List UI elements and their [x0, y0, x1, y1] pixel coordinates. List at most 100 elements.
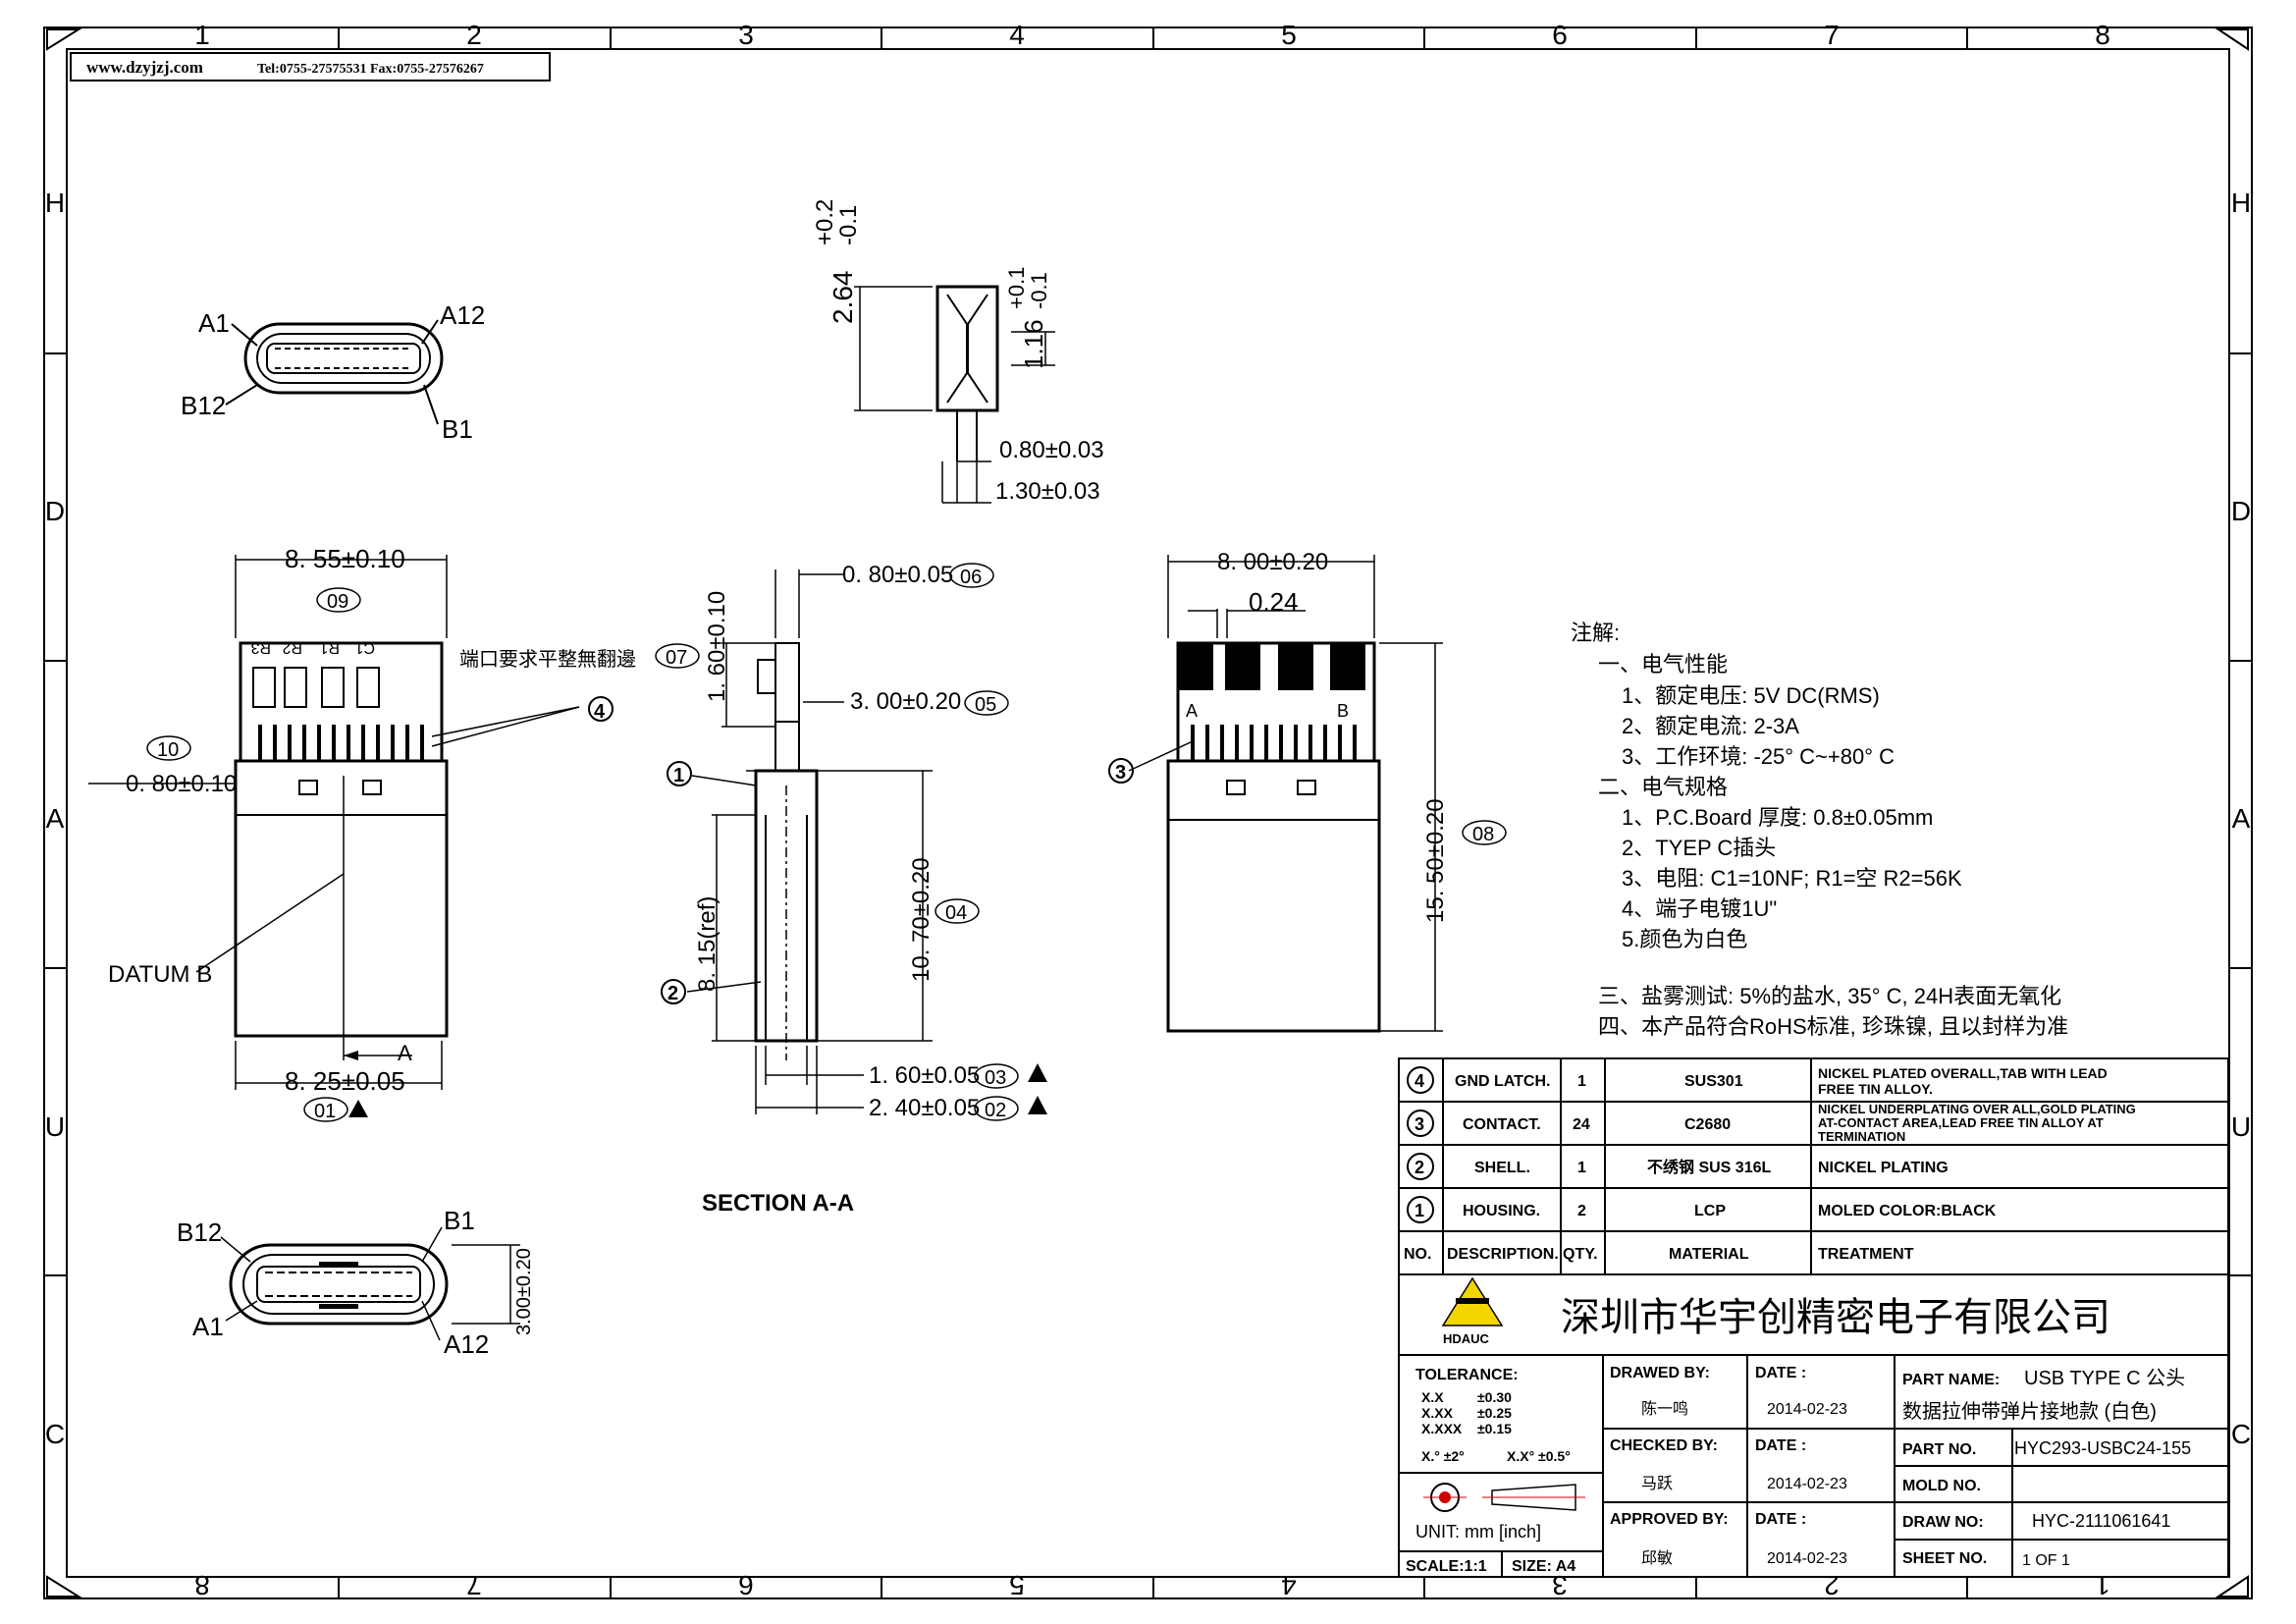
balloon-1-section: 1: [673, 765, 684, 786]
dim-1-16: 1.16: [1019, 319, 1048, 369]
dim-3-00: 3. 00±0.20: [850, 688, 961, 715]
bom-row-3-treatment-2: AT-CONTACT AREA,LEAD FREE TIN ALLOY AT: [1818, 1115, 2104, 1130]
part-no-value: HYC293-USBC24-155: [2014, 1438, 2191, 1458]
balloon-04: 04: [945, 902, 967, 924]
balloon-2-section: 2: [667, 983, 678, 1004]
size-label: SIZE: A4: [1512, 1558, 1575, 1575]
notes-line-7: 2、TYEP C插头: [1622, 836, 1776, 860]
dim-0-80-left: 0. 80±0.10: [126, 771, 237, 797]
bom-row-2-no: 2: [1415, 1158, 1424, 1177]
bom-row-3-desc: CONTACT.: [1463, 1116, 1541, 1133]
bom-row-1-no: 1: [1415, 1201, 1424, 1220]
balloon-03: 03: [985, 1067, 1006, 1089]
dim-2-64: 2.64: [828, 271, 858, 325]
datum-b-label: DATUM B: [108, 961, 212, 988]
logo-text: HDAUC: [1443, 1331, 1490, 1346]
notes-line-3: 2、额定电流: 2-3A: [1622, 714, 1799, 738]
bom-row-3-qty: 24: [1573, 1116, 1590, 1133]
col-label-bottom-7: 7: [466, 1570, 482, 1600]
balloon-3-right: 3: [1115, 762, 1126, 784]
bom-row-1-desc: HOUSING.: [1463, 1203, 1540, 1219]
part-name-line-2: 数据拉伸带弹片接地款 (白色): [1902, 1400, 2157, 1423]
notes-line-8: 3、电阻: C1=10NF; R1=空 R2=56K: [1622, 866, 1962, 891]
balloon-4-left: 4: [594, 701, 606, 723]
notes-line-6: 1、P.C.Board 厚度: 0.8±0.05mm: [1622, 805, 1933, 830]
mold-no-label: MOLD NO.: [1902, 1478, 1981, 1494]
part-no-label: PART NO.: [1902, 1441, 1976, 1458]
bom-row-3-no: 3: [1415, 1114, 1424, 1134]
row-label-right-u: U: [2231, 1111, 2251, 1142]
balloon-05: 05: [975, 694, 996, 716]
bom-header-no: NO.: [1404, 1246, 1431, 1263]
date-label-1: DATE :: [1755, 1365, 1806, 1381]
bom-row-2-qty: 1: [1577, 1160, 1586, 1176]
row-label-right-d: D: [2231, 496, 2251, 526]
dim-2-64-tol-dn: -0.1: [835, 205, 862, 245]
col-label-top-7: 7: [1824, 20, 1840, 50]
bom-row-1-treatment: MOLED COLOR:BLACK: [1818, 1203, 1997, 1219]
col-label-top-4: 4: [1009, 20, 1025, 50]
approved-by-value: 邱敏: [1641, 1549, 1673, 1567]
notes-line-5: 二、电气规格: [1598, 775, 1728, 799]
tol-angle-2: X.X° ±0.5°: [1507, 1448, 1571, 1464]
row-label-left-d: D: [45, 496, 65, 526]
col-label-bottom-6: 6: [738, 1570, 754, 1600]
date-label-2: DATE :: [1755, 1437, 1806, 1454]
dim-2-64-tol-up: +0.2: [812, 199, 838, 245]
bom-row-1-material: LCP: [1694, 1203, 1726, 1219]
bom-row-4-no: 4: [1415, 1071, 1424, 1091]
bom-row-4-qty: 1: [1577, 1073, 1586, 1090]
pin-label-b1-top: B1: [442, 414, 473, 444]
pad-group: [252, 667, 380, 708]
company-name: 深圳市华宇创精密电子有限公司: [1561, 1296, 2110, 1339]
balloon-01: 01: [314, 1101, 336, 1122]
balloon-08: 08: [1472, 824, 1494, 845]
bom-header-qty: QTY.: [1563, 1246, 1598, 1263]
contact-text: Tel:0755-27575531 Fax:0755-27576267: [257, 62, 484, 77]
balloon-09: 09: [327, 591, 348, 613]
pad-label-r1: R1: [319, 639, 340, 656]
drawed-by-label: DRAWED BY:: [1610, 1365, 1710, 1381]
notes-line-2: 1、额定电压: 5V DC(RMS): [1622, 683, 1880, 708]
bom-header-treatment: TREATMENT: [1818, 1246, 1914, 1263]
dim-8-15-ref: 8. 15(ref): [694, 896, 721, 992]
title-block: HDAUC 深圳市华宇创精密电子有限公司 TOLERANCE: X.X ±0.3…: [1398, 1273, 2229, 1578]
pin-marker-a: A: [1186, 701, 1198, 721]
row-label-right-h: H: [2231, 188, 2251, 218]
col-label-top-8: 8: [2095, 20, 2110, 50]
notes-line-12: 四、本产品符合RoHS标准, 珍珠镍, 且以封样为准: [1598, 1014, 2068, 1039]
dim-1-16-tol-dn: -0.1: [1027, 272, 1051, 309]
balloon-10: 10: [157, 739, 179, 761]
tol-x-label: X.X: [1421, 1389, 1444, 1405]
dim-15-50: 15. 50±0.20: [1422, 798, 1449, 923]
port-note-cn: 端口要求平整無翻邊: [459, 648, 636, 671]
row-label-right-a: A: [2232, 803, 2251, 834]
row-label-left-a: A: [46, 803, 65, 834]
front-view-top: A1 A12 B12 B1: [181, 300, 485, 444]
dim-3-00-bottom: 3.00±0.20: [513, 1248, 535, 1335]
section-arrow-a: A: [398, 1041, 412, 1065]
dim-0-80-section: 0. 80±0.05: [842, 562, 953, 588]
bom-row-4-desc: GND LATCH.: [1455, 1073, 1550, 1090]
draw-no-value: HYC-2111061641: [2032, 1511, 2170, 1531]
dim-0-80-top: 0.80±0.03: [999, 437, 1104, 463]
bom-header-material: MATERIAL: [1669, 1246, 1749, 1263]
notes-line-10: 5.颜色为白色: [1622, 927, 1747, 951]
tol-xxx-value: ±0.15: [1477, 1421, 1512, 1436]
tolerance-label: TOLERANCE:: [1415, 1367, 1519, 1383]
pin-label-b1-bottom: B1: [444, 1206, 475, 1235]
tol-x-value: ±0.30: [1477, 1389, 1512, 1405]
bom-table: 4 GND LATCH. 1 SUS301 NICKEL PLATED OVER…: [1398, 1057, 2229, 1275]
website-text: www.dzyjzj.com: [86, 58, 203, 77]
col-label-top-1: 1: [194, 20, 210, 50]
draw-no-label: DRAW NO:: [1902, 1514, 1984, 1531]
bom-row-2-treatment: NICKEL PLATING: [1818, 1160, 1949, 1176]
pad-label-c1: C1: [354, 639, 375, 656]
checked-by-value: 马跃: [1641, 1475, 1673, 1492]
dim-1-60-bottom: 1. 60±0.05: [869, 1062, 980, 1089]
dim-10-70: 10. 70±0.20: [908, 857, 934, 982]
col-label-top-6: 6: [1552, 20, 1568, 50]
date-label-3: DATE :: [1755, 1511, 1806, 1528]
balloon-07: 07: [666, 647, 687, 669]
